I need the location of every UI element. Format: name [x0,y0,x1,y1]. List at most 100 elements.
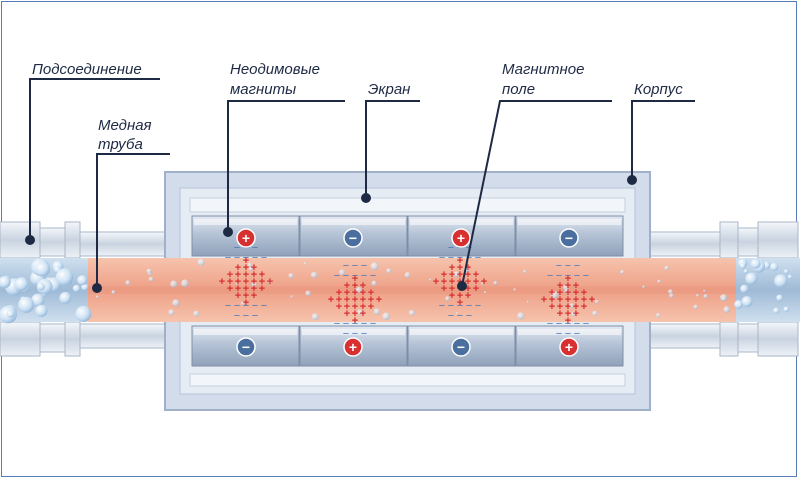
plus-ion: + [259,269,265,281]
bubble [703,289,706,292]
leader-lines [29,78,695,288]
bubble [75,305,92,322]
bubble [303,262,307,265]
plus-ion: + [219,276,225,288]
minus-ion: − [466,310,472,322]
svg-text:+: + [565,339,573,355]
bubble [774,274,788,288]
minus-ion: − [252,252,258,264]
plus-ion: + [449,290,455,302]
plus-ion: + [235,262,241,274]
plus-ion: + [441,276,447,288]
plus-ion: + [573,287,579,299]
bubble [750,258,761,269]
svg-text:+: + [457,230,465,246]
bubble [168,309,175,316]
plus-ion: + [352,280,358,292]
plus-ion: + [368,301,374,313]
minus-ion: − [475,300,481,312]
bubble [563,284,569,291]
minus-ion: − [466,300,472,312]
svg-text:−: − [349,230,357,246]
plus-ion: + [565,294,571,306]
plus-ion: + [368,287,374,299]
leader-dots [25,175,637,293]
minus-ion: − [343,318,349,330]
plus-ion: + [360,280,366,292]
polarity-top-1: + [236,228,256,248]
bubble [483,291,487,294]
svg-text:+: + [349,339,357,355]
minus-ion: − [252,310,258,322]
bubble [668,289,673,294]
plus-ion: + [336,287,342,299]
bubble [657,279,661,283]
bubble [642,285,645,289]
minus-ion: − [225,252,231,264]
bubble [696,294,699,297]
plus-ion: + [557,301,563,313]
bubble [595,299,599,304]
minus-ion: − [439,252,445,264]
bubble [513,288,516,291]
bubble [493,280,498,285]
plus-ion: + [243,262,249,274]
magnetic-field-ions: −−−−−−−−−−−−−−−−++++++++++++++++++++++++… [219,242,595,340]
plus-ion: + [541,294,547,306]
bubble [592,310,598,316]
plus-ion: + [235,269,241,281]
leader-field [461,100,612,287]
bubble [34,261,51,277]
bubble [773,307,780,314]
minus-ion: − [556,318,562,330]
minus-ion: − [556,270,562,282]
bubble [373,308,381,315]
bubble [620,270,625,274]
bubble [723,306,730,313]
minus-ion: − [547,318,553,330]
polarity-bottom-1: − [236,337,256,357]
polarity-top-2: − [343,228,363,248]
bubble [517,312,525,320]
bubble [305,290,311,296]
minus-ion: − [457,300,463,312]
svg-text:−: − [457,339,465,355]
minus-ion: − [361,318,367,330]
minus-ion: − [243,242,249,254]
leader-screen [365,100,420,198]
polarity-bottom-4: + [559,337,579,357]
bubble [404,272,411,278]
ion-cluster-2: −−−−−−−−−−−−−−−−++++++++++++++++++++++++… [328,260,382,340]
plus-ion: + [441,283,447,295]
minus-ion: − [361,270,367,282]
minus-ion: − [334,318,340,330]
bubble [382,312,390,320]
bubble [197,258,205,266]
ion-cluster-1: −−−−−−−−−−−−−−−−++++++++++++++++++++++++… [219,242,273,322]
bubble [251,282,257,287]
bubble [783,306,789,312]
plus-ion: + [573,280,579,292]
bubble [734,300,743,309]
plus-ion: + [259,276,265,288]
plus-ion: + [549,301,555,313]
polarity-bottom-3: − [451,337,471,357]
bubble [311,313,319,321]
bubble [656,313,661,318]
plus-ion: + [352,308,358,320]
plus-ion: + [457,255,463,267]
bubble [770,262,779,271]
bubble [172,299,180,307]
bubble [784,269,789,274]
right-connection-fitting [649,221,799,357]
bubble [664,265,669,271]
bubble [669,293,674,298]
plus-ion: + [352,294,358,306]
plus-ion: + [441,269,447,281]
minus-ion: − [556,260,562,272]
minus-ion: − [457,242,463,254]
minus-ion: − [448,242,454,254]
bubble [181,279,189,288]
minus-ion: − [343,328,349,340]
bubble [408,309,415,316]
